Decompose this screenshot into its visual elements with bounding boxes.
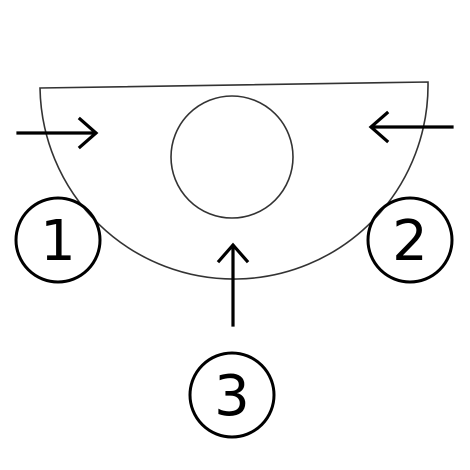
marker-3: 3 [188, 351, 276, 439]
marker-2: 2 [366, 196, 454, 284]
center-circle [170, 95, 294, 219]
arrow-right-icon [16, 116, 99, 150]
marker-2-label: 2 [392, 209, 428, 274]
arrow-left-icon [368, 110, 454, 144]
marker-1-label: 1 [40, 209, 76, 274]
marker-3-label: 3 [214, 364, 250, 429]
semicircle-outline [39, 81, 429, 280]
marker-1: 1 [14, 196, 102, 284]
arrow-up-icon [216, 242, 250, 327]
